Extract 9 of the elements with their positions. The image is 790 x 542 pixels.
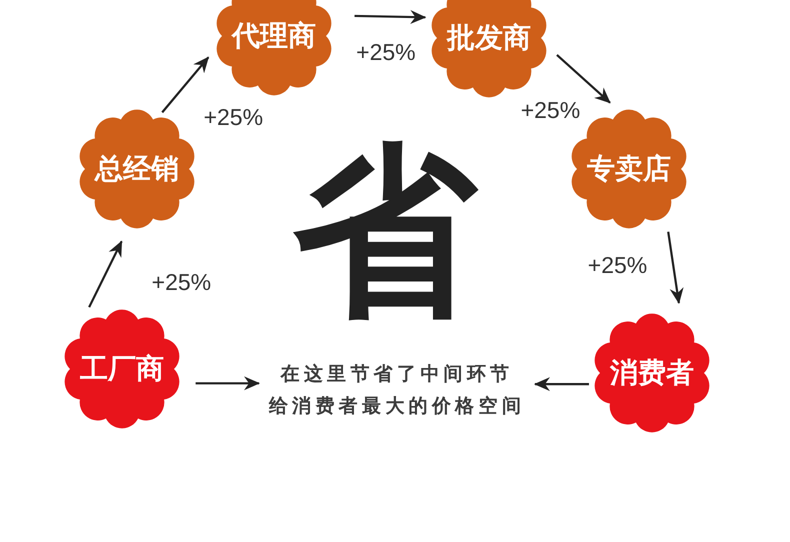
big-character: 省 — [293, 140, 477, 324]
arrow — [556, 54, 611, 104]
arrow — [196, 376, 260, 390]
arrow — [88, 240, 123, 308]
note-text: 在这里节省了中间环节 给消费者最大的价格空间 — [263, 358, 531, 422]
arrow — [667, 232, 684, 304]
arrow — [354, 10, 426, 24]
arrow — [161, 56, 210, 114]
arrow — [534, 377, 589, 392]
